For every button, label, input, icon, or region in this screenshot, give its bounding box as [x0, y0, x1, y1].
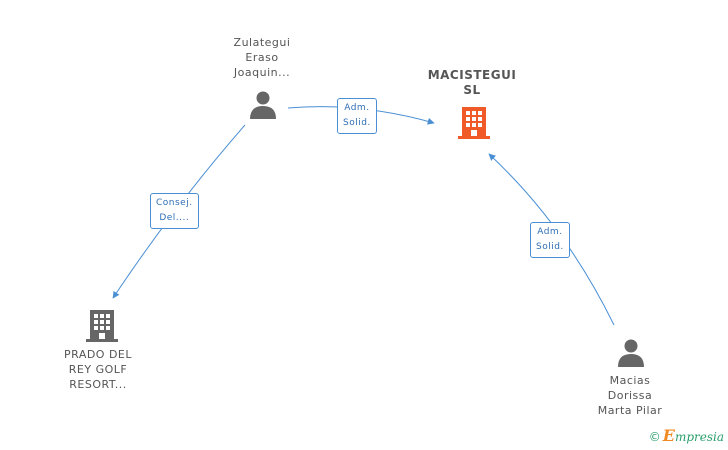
node-label-macias[interactable]: Macias Dorissa Marta Pilar [578, 373, 682, 418]
node-label-line: SL [463, 83, 481, 97]
edge-label-line: Del.... [159, 213, 190, 223]
node-label-line: Zulategui [233, 36, 291, 49]
node-label-macistegui[interactable]: MACISTEGUI SL [422, 68, 522, 98]
edge-label-line: Solid. [536, 242, 564, 252]
edge-label-line: Solid. [343, 118, 371, 128]
node-label-line: Dorissa [607, 389, 653, 402]
node-label-prado[interactable]: PRADO DEL REY GOLF RESORT... [48, 347, 148, 392]
node-label-line: Joaquin... [233, 66, 291, 79]
building-icon[interactable] [86, 308, 118, 342]
node-label-line: RESORT... [69, 378, 127, 391]
node-label-line: MACISTEGUI [427, 68, 517, 82]
brand-name: mpresia [674, 430, 724, 444]
edge-label-adm-solid[interactable]: Adm. Solid. [337, 98, 377, 134]
node-label-line: Marta Pilar [597, 404, 663, 417]
edge-label-line: Adm. [537, 227, 563, 237]
person-icon[interactable] [248, 90, 278, 120]
edge-label-consej-del[interactable]: Consej. Del.... [150, 193, 199, 229]
empresia-watermark: ©Empresia [649, 426, 724, 445]
edge-label-line: Adm. [344, 103, 370, 113]
brand-initial: E [662, 426, 675, 445]
building-icon[interactable] [458, 105, 490, 139]
node-label-zulategui[interactable]: Zulategui Eraso Joaquin... [212, 35, 312, 80]
edge-label-adm-solid[interactable]: Adm. Solid. [530, 222, 570, 258]
node-label-line: Macias [609, 374, 651, 387]
edge-label-line: Consej. [156, 198, 193, 208]
node-label-line: Eraso [245, 51, 279, 64]
copyright-symbol: © [648, 430, 661, 444]
node-label-line: REY GOLF [68, 363, 128, 376]
node-label-line: PRADO DEL [63, 348, 133, 361]
person-icon[interactable] [616, 338, 646, 368]
